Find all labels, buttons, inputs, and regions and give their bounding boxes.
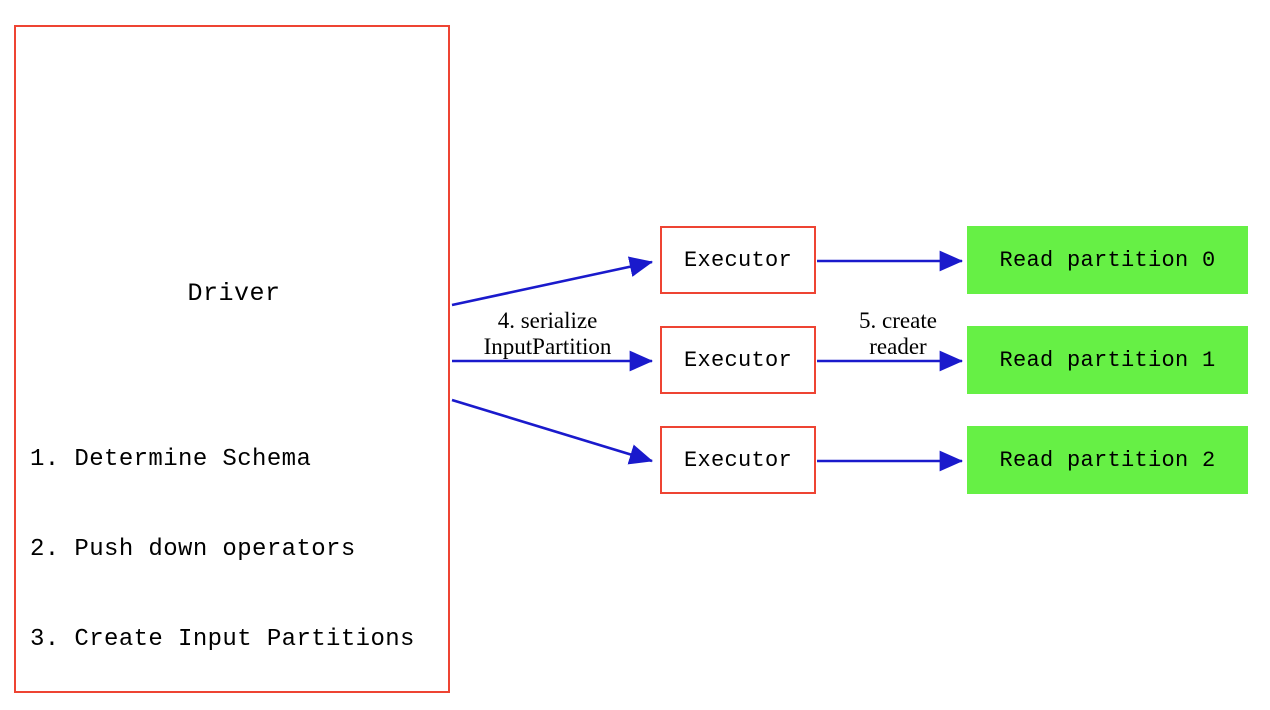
- executor-box-2: Executor: [660, 326, 816, 394]
- partition-label-1: Read partition 1: [999, 347, 1216, 373]
- arrow-driver-to-executor-1: [451, 256, 654, 307]
- driver-steps-list: 1. Determine Schema 2. Push down operato…: [30, 385, 415, 710]
- partition-label-0: Read partition 0: [999, 247, 1216, 273]
- edge-label-serialize-input-partition: 4. serialize InputPartition: [455, 308, 640, 360]
- edge-label-create-reader: 5. create reader: [828, 308, 968, 360]
- executor-box-3: Executor: [660, 426, 816, 494]
- executor-box-1: Executor: [660, 226, 816, 294]
- partition-label-2: Read partition 2: [999, 447, 1216, 473]
- executor-label-1: Executor: [683, 247, 793, 273]
- edge-label-create-reader-line-1: 5. create: [859, 308, 937, 333]
- driver-step-3: 3. Create Input Partitions: [30, 626, 415, 653]
- driver-box: Driver 1. Determine Schema 2. Push down …: [14, 25, 450, 693]
- edge-label-serialize-line-1: 4. serialize: [497, 308, 598, 333]
- partition-box-0: Read partition 0: [967, 226, 1248, 294]
- partition-box-1: Read partition 1: [967, 326, 1248, 394]
- partition-box-2: Read partition 2: [967, 426, 1248, 494]
- driver-title: Driver: [187, 279, 281, 308]
- executor-label-3: Executor: [683, 447, 793, 473]
- driver-step-2: 2. Push down operators: [30, 536, 356, 563]
- edge-label-create-reader-line-2: reader: [869, 334, 927, 359]
- arrow-driver-to-executor-3: [451, 398, 653, 465]
- executor-label-2: Executor: [683, 347, 793, 373]
- driver-step-1: 1. Determine Schema: [30, 446, 312, 473]
- edge-label-serialize-line-2: InputPartition: [483, 334, 612, 359]
